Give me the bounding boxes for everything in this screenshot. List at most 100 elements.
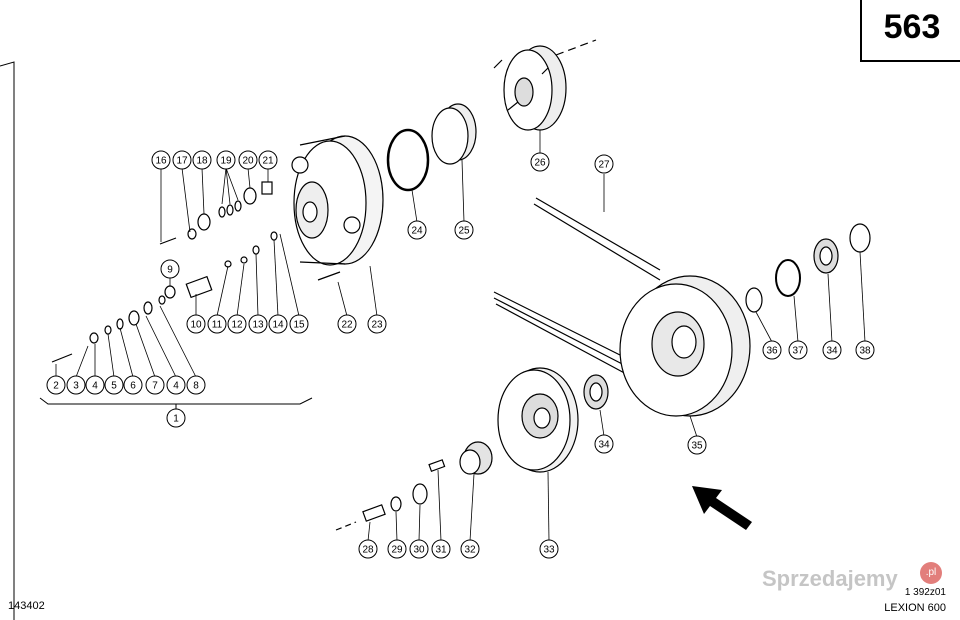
watermark-badge: .pl [920,562,942,584]
bearing-34a [583,374,609,410]
callout-circle [387,539,407,559]
callout-label: 5 [111,381,117,392]
callout-circle [407,220,427,240]
callout-15: 15 [289,314,309,334]
callout-34: 34 [594,434,614,454]
callout-label: 32 [464,545,476,556]
callout-circle [367,314,387,334]
snap-ring-36 [745,287,763,313]
callout-circle [409,539,429,559]
callout-34: 34 [822,340,842,360]
callout-label: 6 [130,381,136,392]
callout-circle [227,314,247,334]
callout-label: 22 [341,320,353,331]
callout-16: 16 [151,150,171,170]
callout-circle [46,375,66,395]
callout-circle [337,314,357,334]
callout-5: 5 [104,375,124,395]
callout-35: 35 [687,435,707,455]
callout-label: 2 [53,381,59,392]
callout-label: 38 [859,346,871,357]
pulley [619,275,751,417]
callout-29: 29 [387,539,407,559]
callout-circle [258,150,278,170]
callout-3: 3 [66,375,86,395]
callout-25: 25 [454,220,474,240]
callout-21: 21 [258,150,278,170]
flange-plate [493,39,597,131]
callout-label: 36 [766,346,778,357]
callout-label: 10 [190,320,202,331]
callout-6: 6 [123,375,143,395]
callout-circle [186,375,206,395]
callout-circle [594,434,614,454]
callout-label: 20 [242,156,254,167]
callout-23: 23 [367,314,387,334]
callout-18: 18 [192,150,212,170]
washer-38 [849,223,871,253]
callout-label: 7 [152,381,158,392]
callout-circle [192,150,212,170]
callout-label: 11 [212,320,223,331]
callout-27: 27 [594,154,614,174]
hub-disc [497,367,579,473]
housing-cover [291,135,384,266]
callout-10: 10 [186,314,206,334]
callout-label: 19 [220,156,232,167]
callout-label: 16 [155,156,167,167]
callout-22: 22 [337,314,357,334]
callout-label: 34 [598,440,610,451]
callout-circle [166,408,186,428]
bolt-28 [335,504,386,531]
callout-label: 25 [458,226,470,237]
callout-label: 33 [543,545,555,556]
callout-circle [358,539,378,559]
washer-29 [390,496,402,512]
callout-19: 19 [216,150,236,170]
direction-arrow [692,486,752,530]
callout-24: 24 [407,220,427,240]
frame-line [0,61,15,620]
callout-label: 24 [411,226,423,237]
callout-label: 34 [826,346,838,357]
drive-belt [493,197,661,377]
callout-12: 12 [227,314,247,334]
callout-circle [594,154,614,174]
callout-circle [172,150,192,170]
callout-circle [186,314,206,334]
callout-11: 11 [207,314,227,334]
sleeve [431,103,477,165]
callout-8: 8 [186,375,206,395]
callout-label: 27 [598,160,610,171]
callout-circle [539,539,559,559]
callout-label: 26 [534,158,546,169]
washer-30 [412,483,428,505]
callout-20: 20 [238,150,258,170]
callout-30: 30 [409,539,429,559]
document-number: 143402 [8,600,45,612]
callout-circle [123,375,143,395]
callout-label: 12 [231,320,243,331]
callout-4: 4 [166,375,186,395]
callout-36: 36 [762,340,782,360]
callout-circle [145,375,165,395]
model-label: LEXION 600 [884,602,946,614]
callout-14: 14 [268,314,288,334]
callout-32: 32 [460,539,480,559]
callout-circle [238,150,258,170]
callout-label: 13 [252,320,264,331]
callout-2: 2 [46,375,66,395]
needle-bearing-32 [459,441,493,475]
callout-label: 8 [193,381,199,392]
page-number-box: 563 [860,0,960,62]
callout-4: 4 [85,375,105,395]
callout-label: 14 [272,320,284,331]
callout-circle [268,314,288,334]
callout-circle [207,314,227,334]
callout-label: 18 [196,156,208,167]
callout-label: 4 [92,381,98,392]
callout-circle [454,220,474,240]
callout-7: 7 [145,375,165,395]
snap-ring-37 [775,259,801,297]
